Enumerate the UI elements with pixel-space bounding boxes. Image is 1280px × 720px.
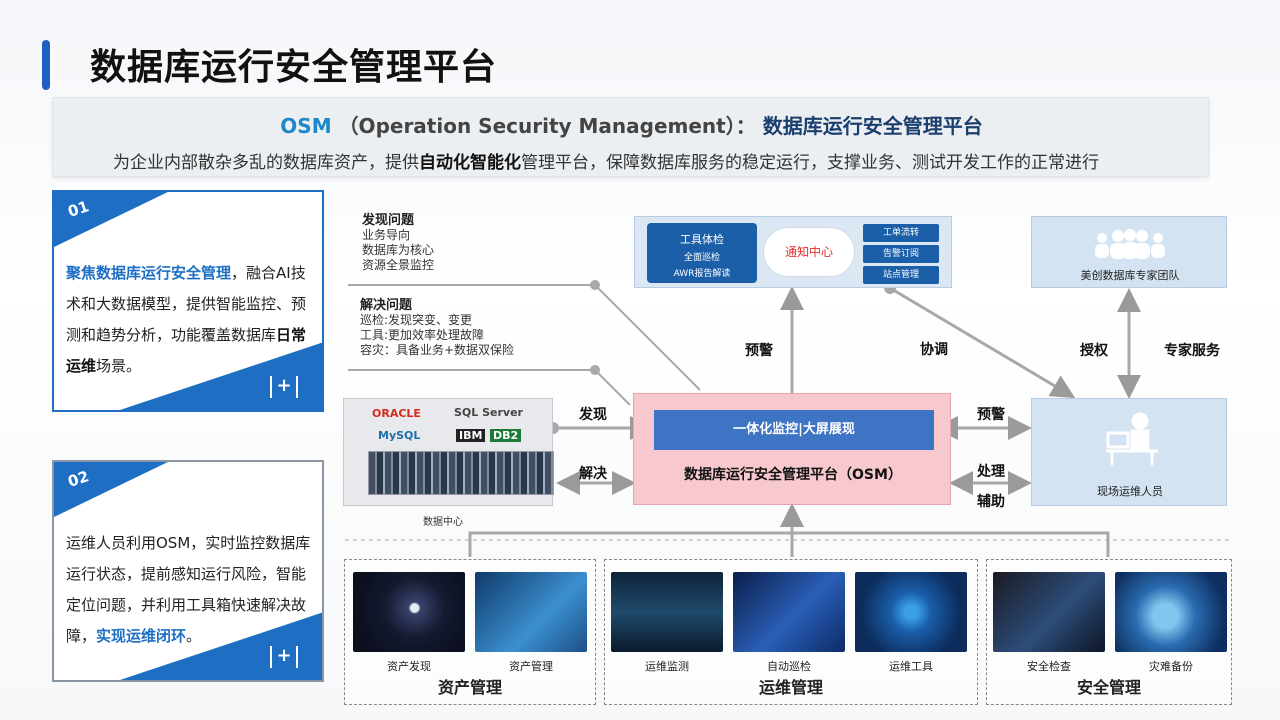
card-text-part: 。 xyxy=(186,627,202,645)
group-label: 资产管理 xyxy=(437,678,502,697)
tag-ticket-flow[interactable]: 工单流转 xyxy=(863,224,939,242)
tag-alert-subscribe[interactable]: 告警订阅 xyxy=(863,245,939,263)
edge-authorize: 授权 xyxy=(1080,343,1108,359)
card-text: 运维人员利用OSM，实时监控数据库运行状态，提前感知运行风险，智能定位问题，并利… xyxy=(66,528,316,652)
note-line: 资源全景监控 xyxy=(362,258,435,272)
unified-monitor-bar[interactable]: 一体化监控|大屏展现 xyxy=(654,410,934,450)
coordinate-line xyxy=(889,286,1076,399)
auto-inspection-image[interactable] xyxy=(733,572,845,652)
banner-desc-bold: 自动化智能化 xyxy=(419,153,521,173)
security-check-image[interactable] xyxy=(993,572,1105,652)
card-text-part: 场景。 xyxy=(96,357,142,375)
group-label: 安全管理 xyxy=(1076,678,1141,697)
card-highlight: 聚焦数据库运行安全管理 xyxy=(66,264,232,282)
datacenter-panel: ORACLE SQL Server MySQL IBM DB2 xyxy=(343,398,554,506)
card-bold: 日常运维 xyxy=(66,326,307,375)
group-label: 运维管理 xyxy=(758,678,823,697)
card-text-part: 运维人员利用OSM，实时监控数据库运行状态，提前感知运行风险，智能定位问题，并利… xyxy=(66,534,311,645)
connector-node xyxy=(590,365,600,375)
banner-desc-pre: 为企业内部散杂多乱的数据库资产，提供 xyxy=(113,153,419,173)
card-corner-decoration xyxy=(54,192,172,248)
edge-warn-right: 预警 xyxy=(977,407,1005,423)
expert-team-label: 美创数据库专家团队 xyxy=(1080,269,1180,282)
team-icon xyxy=(1095,229,1165,259)
find-notes: 发现问题 业务导向 数据库为核心 资源全景监控 xyxy=(362,209,434,273)
asset-discovery-label: 资产发现 xyxy=(387,660,431,673)
expert-team-panel: 美创数据库专家团队 xyxy=(1031,216,1227,288)
datacenter-label: 数据中心 xyxy=(423,517,463,528)
connector-node xyxy=(590,280,600,290)
banner-headline: OSM （Operation Security Management）： 数据库… xyxy=(53,110,1210,139)
disaster-backup-label: 灾难备份 xyxy=(1149,660,1193,673)
intro-banner: OSM （Operation Security Management）： 数据库… xyxy=(52,97,1209,177)
edge-expert: 专家服务 xyxy=(1164,343,1220,359)
ops-monitoring-label: 运维监测 xyxy=(645,660,689,673)
card-text: 聚焦数据库运行安全管理，融合AI技术和大数据模型，提供智能监控、预测和趋势分析，… xyxy=(66,258,316,382)
card-text-part: ，融合AI技术和大数据模型，提供智能监控、预测和趋势分析，功能覆盖数据库 xyxy=(66,264,307,344)
edge-coordinate: 协调 xyxy=(920,342,948,358)
edge-warn-up: 预警 xyxy=(745,343,773,359)
feature-card-2: 02 运维人员利用OSM，实时监控数据库运行状态，提前感知运行风险，智能定位问题… xyxy=(52,460,324,682)
field-ops-panel: 现场运维人员 xyxy=(1031,398,1227,506)
disaster-backup-image[interactable] xyxy=(1115,572,1227,652)
card-corner-decoration xyxy=(54,462,172,518)
banner-description: 为企业内部散杂多乱的数据库资产，提供自动化智能化管理平台，保障数据库服务的稳定运… xyxy=(113,148,1099,173)
tool-check-sub: 全面巡检 xyxy=(683,253,720,263)
asset-management-label: 资产管理 xyxy=(509,660,553,673)
notify-center-label: 通知中心 xyxy=(784,245,833,259)
card-corner-decoration xyxy=(114,342,322,410)
security-check-label: 安全检查 xyxy=(1027,660,1071,673)
note-title: 发现问题 xyxy=(362,213,415,228)
edge-assist: 辅助 xyxy=(977,494,1005,510)
ops-management-group: 运维监测 自动巡检 运维工具 运维管理 xyxy=(604,559,978,705)
server-rack-image xyxy=(368,451,554,495)
field-ops-label: 现场运维人员 xyxy=(1097,485,1163,498)
operator-icon xyxy=(1106,412,1158,465)
banner-desc-post: 管理平台，保障数据库服务的稳定运行，支撑业务、测试开发工作的正常进行 xyxy=(521,153,1099,173)
db2-logo: DB2 xyxy=(490,429,522,442)
title-accent-bar xyxy=(42,40,50,90)
note-line: 容灾：具备业务+数据双保险 xyxy=(360,343,515,357)
expand-icon[interactable]: + xyxy=(270,646,298,668)
edge-find: 发现 xyxy=(579,407,607,423)
banner-osm: OSM xyxy=(280,114,332,138)
bottom-tree xyxy=(468,531,1110,557)
card-highlight: 实现运维闭环 xyxy=(96,627,187,645)
ops-tools-image[interactable] xyxy=(855,572,967,652)
tool-check-sub: AWR报告解读 xyxy=(673,269,731,279)
ibm-logo: IBM xyxy=(456,429,486,442)
sqlserver-logo: SQL Server xyxy=(454,406,523,419)
banner-platform: 数据库运行安全管理平台 xyxy=(762,114,983,138)
note-title: 解决问题 xyxy=(360,298,413,313)
note-line: 业务导向 xyxy=(362,228,411,242)
oracle-logo: ORACLE xyxy=(372,407,421,420)
edge-handle: 处理 xyxy=(977,464,1005,480)
banner-full-name: （Operation Security Management）： xyxy=(338,114,756,138)
note-line: 数据库为核心 xyxy=(362,243,435,257)
tool-center-panel: 工具体检 全面巡检 AWR报告解读 通知中心 工单流转 告警订阅 站点管理 xyxy=(634,216,952,288)
edge-solve: 解决 xyxy=(579,466,607,482)
solve-notes: 解决问题 巡检:发现突变、变更 工具:更加效率处理故障 容灾：具备业务+数据双保… xyxy=(360,294,514,358)
osm-title: 数据库运行安全管理平台（OSM） xyxy=(684,467,902,483)
security-management-group: 安全检查 灾难备份 安全管理 xyxy=(986,559,1232,705)
asset-management-image[interactable] xyxy=(475,572,587,652)
tool-check-block[interactable]: 工具体检 全面巡检 AWR报告解读 xyxy=(647,223,757,283)
mysql-logo: MySQL xyxy=(378,429,421,442)
note-line: 工具:更加效率处理故障 xyxy=(360,328,485,342)
asset-management-group: 资产发现 资产管理 资产管理 xyxy=(344,559,596,705)
tag-site-manage[interactable]: 站点管理 xyxy=(863,266,939,284)
feature-card-1: 01 聚焦数据库运行安全管理，融合AI技术和大数据模型，提供智能监控、预测和趋势… xyxy=(52,190,324,412)
note-line: 巡检:发现突变、变更 xyxy=(360,313,473,327)
cloud-icon[interactable]: 通知中心 xyxy=(763,227,855,277)
ops-tools-label: 运维工具 xyxy=(889,660,933,673)
page-title: 数据库运行安全管理平台 xyxy=(90,47,498,88)
ops-monitoring-image[interactable] xyxy=(611,572,723,652)
tool-check-title: 工具体检 xyxy=(680,233,724,246)
card-corner-decoration xyxy=(114,612,322,680)
osm-platform-panel: 一体化监控|大屏展现 数据库运行安全管理平台（OSM） xyxy=(633,393,951,505)
asset-discovery-image[interactable] xyxy=(353,572,465,652)
expand-icon[interactable]: + xyxy=(270,376,298,398)
auto-inspection-label: 自动巡检 xyxy=(767,660,811,673)
